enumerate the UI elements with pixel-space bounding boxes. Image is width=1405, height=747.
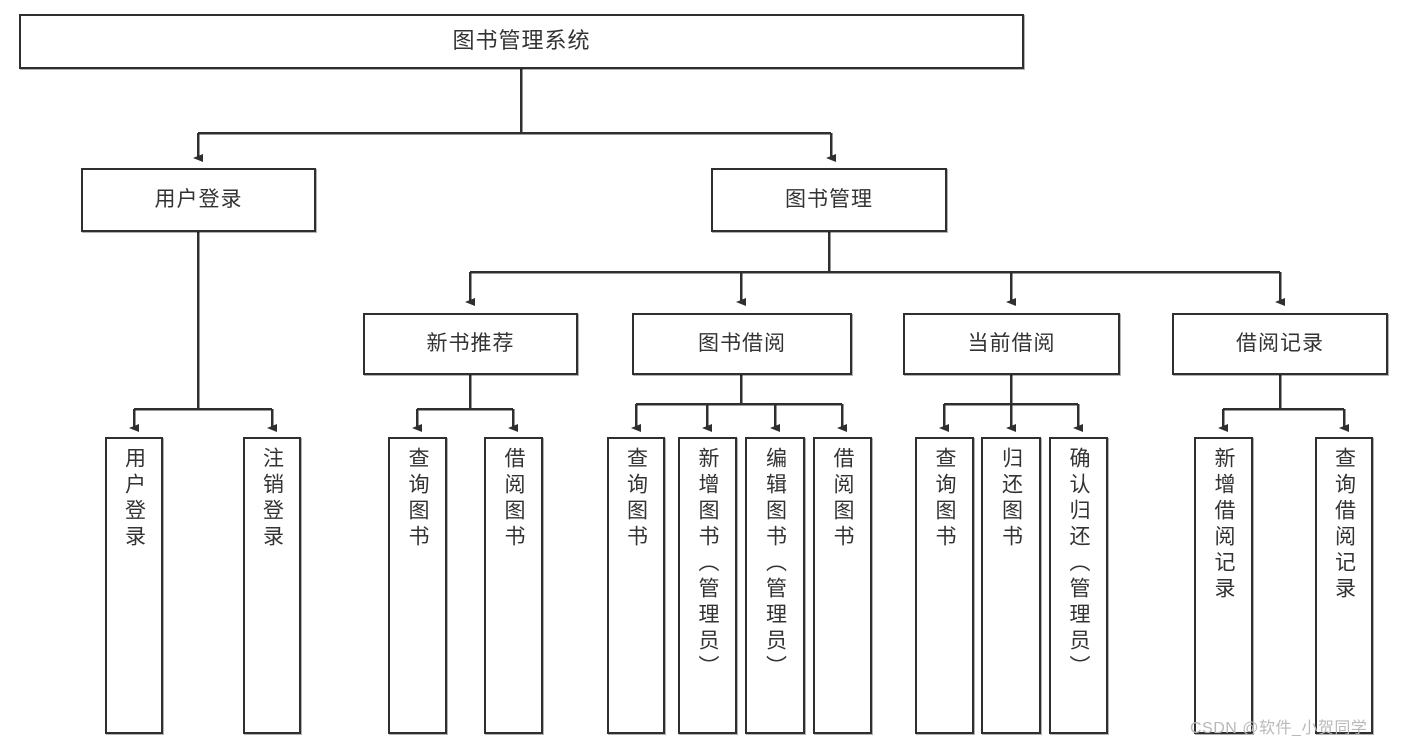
- node-leaf-user-login[interactable]: 用户登录: [105, 437, 163, 734]
- node-leaf-add-book[interactable]: 新增图书（管理员）: [678, 437, 737, 734]
- node-borrow-records-label: 借阅记录: [1236, 332, 1324, 356]
- node-leaf-return-book[interactable]: 归还图书: [981, 437, 1041, 734]
- node-new-book-recommend[interactable]: 新书推荐: [363, 313, 578, 375]
- node-leaf-query-book-borrow[interactable]: 查询图书: [607, 437, 665, 734]
- node-leaf-add-book-label: 新增图书（管理员）: [696, 447, 719, 681]
- node-leaf-borrow-book-new-label: 借阅图书: [502, 447, 525, 551]
- node-leaf-query-record-label: 查询借阅记录: [1332, 447, 1356, 603]
- node-current-borrow-label: 当前借阅: [967, 332, 1056, 356]
- node-leaf-borrow-book-label: 借阅图书: [831, 447, 854, 551]
- node-leaf-confirm-return-label: 确认归还（管理员）: [1067, 447, 1090, 681]
- node-borrow-records[interactable]: 借阅记录: [1172, 313, 1388, 375]
- node-user-login[interactable]: 用户登录: [81, 168, 316, 232]
- node-leaf-query-book-current-label: 查询图书: [933, 447, 956, 551]
- node-user-login-label: 用户登录: [154, 188, 243, 212]
- node-leaf-user-login-label: 用户登录: [122, 447, 146, 551]
- node-leaf-query-book-new-label: 查询图书: [406, 447, 429, 551]
- node-book-management-label: 图书管理: [785, 188, 873, 212]
- node-leaf-query-book-new[interactable]: 查询图书: [388, 437, 447, 734]
- node-leaf-borrow-book[interactable]: 借阅图书: [813, 437, 872, 734]
- node-leaf-edit-book[interactable]: 编辑图书（管理员）: [745, 437, 805, 734]
- node-book-borrow[interactable]: 图书借阅: [632, 313, 852, 375]
- node-leaf-query-book-current[interactable]: 查询图书: [915, 437, 974, 734]
- node-leaf-logout-label: 注销登录: [260, 447, 284, 551]
- node-leaf-confirm-return[interactable]: 确认归还（管理员）: [1049, 437, 1108, 734]
- node-leaf-add-record[interactable]: 新增借阅记录: [1194, 437, 1253, 734]
- node-leaf-borrow-book-new[interactable]: 借阅图书: [484, 437, 543, 734]
- node-leaf-add-record-label: 新增借阅记录: [1212, 447, 1235, 603]
- watermark: CSDN @软件_小贺同学: [1190, 720, 1368, 737]
- node-leaf-edit-book-label: 编辑图书（管理员）: [763, 447, 787, 681]
- node-leaf-logout[interactable]: 注销登录: [243, 437, 301, 734]
- node-leaf-query-book-borrow-label: 查询图书: [624, 447, 648, 551]
- node-book-borrow-label: 图书借阅: [698, 332, 786, 356]
- node-current-borrow[interactable]: 当前借阅: [903, 313, 1120, 375]
- node-leaf-query-record[interactable]: 查询借阅记录: [1315, 437, 1373, 734]
- node-leaf-return-book-label: 归还图书: [999, 447, 1023, 551]
- node-root-label: 图书管理系统: [452, 28, 591, 54]
- node-root[interactable]: 图书管理系统: [19, 14, 1024, 69]
- node-book-management[interactable]: 图书管理: [711, 168, 947, 232]
- node-new-book-recommend-label: 新书推荐: [426, 332, 515, 356]
